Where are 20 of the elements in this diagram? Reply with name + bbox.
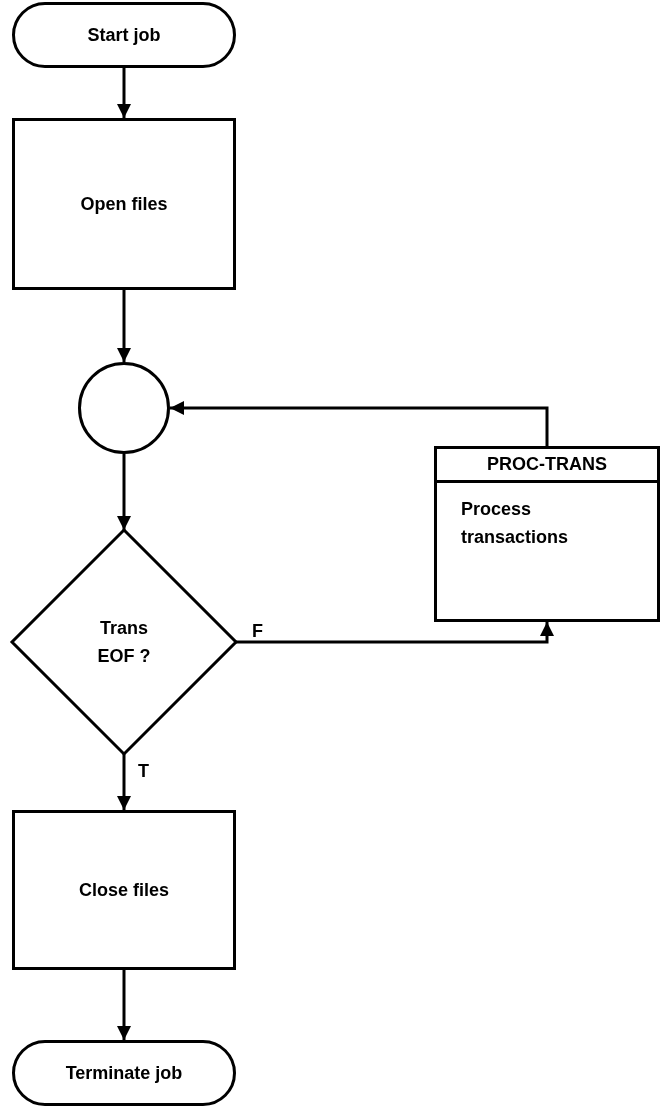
node-text: Trans EOF ? <box>96 617 152 668</box>
process-box <box>12 118 236 290</box>
node-text: PROC-TRANS <box>487 453 607 476</box>
arrow <box>236 622 554 644</box>
node-text: Start job <box>87 23 161 47</box>
process-box <box>12 810 236 970</box>
node-text: Open files <box>80 192 168 216</box>
arrow <box>170 401 549 446</box>
node-text: Terminate job <box>65 1061 183 1085</box>
predefined-process-box <box>434 446 660 622</box>
edge-label: F <box>250 622 265 640</box>
arrow <box>117 290 131 362</box>
node-text: Process transactions <box>461 498 570 549</box>
node-text: Close files <box>78 878 169 902</box>
arrow <box>117 454 131 530</box>
arrow <box>117 68 131 118</box>
decision-diamond <box>9 527 239 757</box>
edge-label: T <box>136 762 151 780</box>
arrow <box>117 970 131 1040</box>
arrow <box>117 754 131 810</box>
